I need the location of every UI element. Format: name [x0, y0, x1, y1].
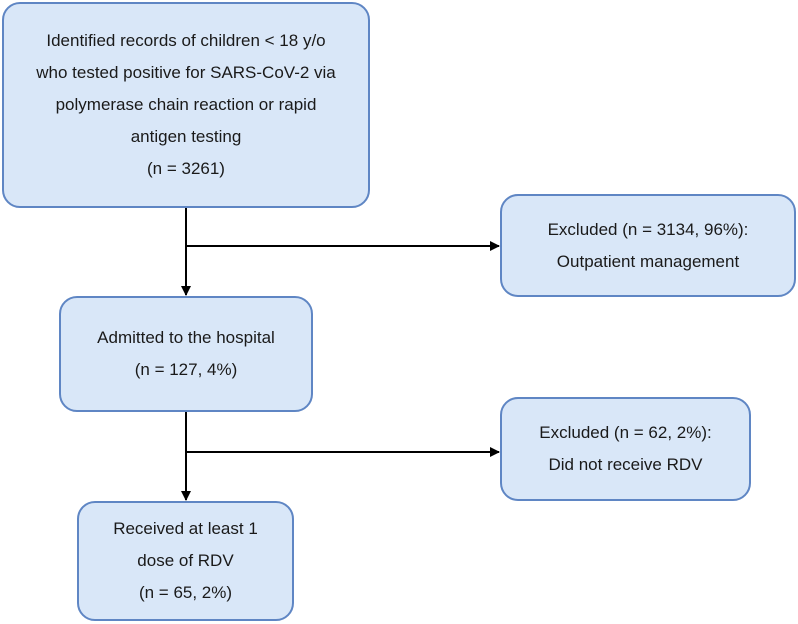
identified-line-3: polymerase chain reaction or rapid — [55, 95, 317, 114]
identified-line-1: Identified records of children < 18 y/o — [46, 31, 326, 50]
received-count: (n = 65, 2%) — [138, 583, 233, 602]
received-rdv-box: Received at least 1 dose of RDV (n = 65,… — [77, 501, 294, 621]
admitted-box: Admitted to the hospital (n = 127, 4%) — [59, 296, 313, 412]
identified-records-box: Identified records of children < 18 y/o … — [2, 2, 370, 208]
excluded-no-rdv-count: Excluded (n = 62, 2%): — [539, 423, 712, 442]
received-line-2: dose of RDV — [137, 551, 234, 570]
excluded-no-rdv-box: Excluded (n = 62, 2%): Did not receive R… — [500, 397, 751, 501]
identified-count: (n = 3261) — [147, 159, 225, 178]
received-line-1: Received at least 1 — [113, 519, 258, 538]
excluded-outpatient-reason: Outpatient management — [556, 251, 740, 271]
excluded-outpatient-count: Excluded (n = 3134, 96%): — [547, 219, 749, 239]
admitted-count: (n = 127, 4%) — [134, 360, 238, 379]
excluded-no-rdv-reason: Did not receive RDV — [548, 455, 703, 474]
identified-line-2: who tested positive for SARS-CoV-2 via — [36, 63, 336, 82]
admitted-label: Admitted to the hospital — [97, 328, 275, 347]
identified-line-4: antigen testing — [130, 127, 242, 146]
excluded-outpatient-box: Excluded (n = 3134, 96%): Outpatient man… — [500, 194, 796, 297]
